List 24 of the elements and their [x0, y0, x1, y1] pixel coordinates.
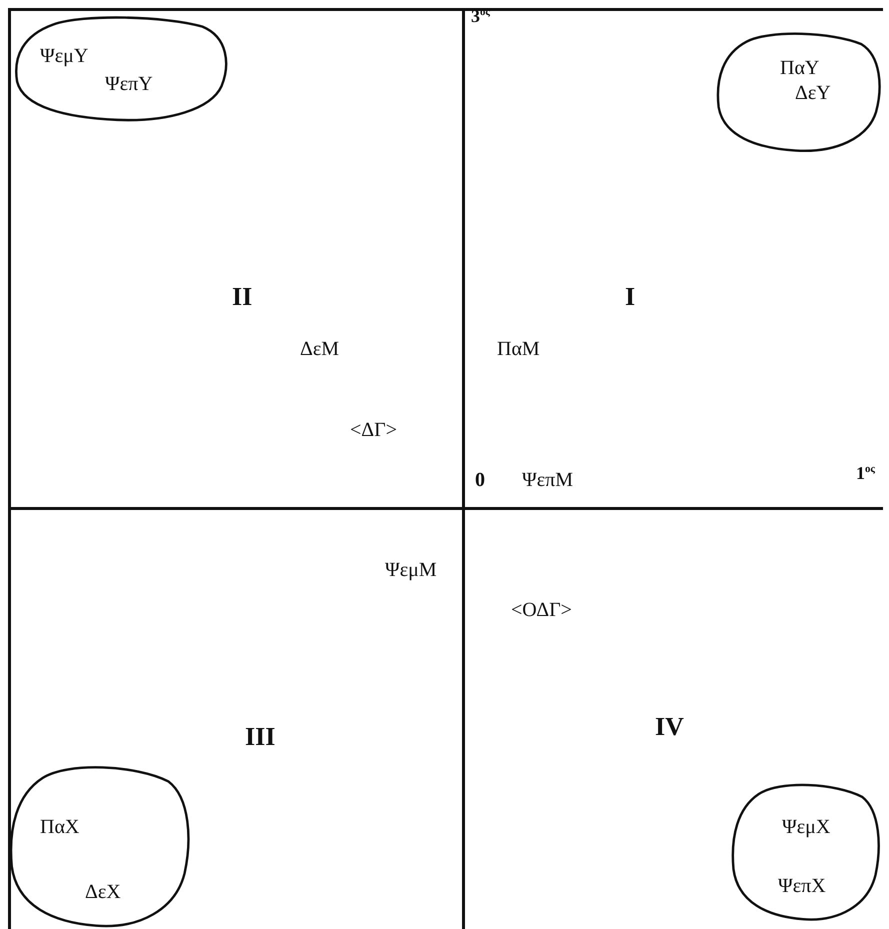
point-label: ΔεΜ — [300, 337, 340, 361]
closed-curve — [717, 32, 881, 153]
quadrant-numeral: IV — [655, 711, 684, 742]
closed-curve — [15, 16, 228, 122]
point-label: 1$^{ος}$ — [856, 463, 875, 485]
region-label: ΠαΧ — [40, 815, 80, 839]
quadrant-numeral: I — [625, 281, 636, 312]
region-label: ΠαΥ — [780, 56, 820, 80]
point-label: 0 — [475, 468, 485, 492]
point-label: ΨεμΜ — [385, 558, 437, 582]
point-label: ΨεπΜ — [522, 468, 574, 492]
point-label: <ΔΓ> — [350, 418, 397, 442]
region-label: ΨεπΥ — [105, 72, 153, 96]
region-label: ΨεπΧ — [778, 874, 826, 898]
closed-curve — [10, 765, 190, 929]
closed-curve — [732, 783, 880, 922]
quadrant-numeral: II — [232, 281, 252, 312]
point-label: <ΟΔΓ> — [511, 598, 572, 622]
region-label: ΔεΥ — [795, 81, 831, 105]
point-label: ΠαΜ — [497, 337, 540, 361]
region-label: ΔεΧ — [85, 880, 121, 904]
region-label: ΨεμΧ — [782, 815, 830, 839]
region-label: ΨεμΥ — [40, 44, 88, 68]
quadrant-numeral: III — [245, 721, 276, 752]
